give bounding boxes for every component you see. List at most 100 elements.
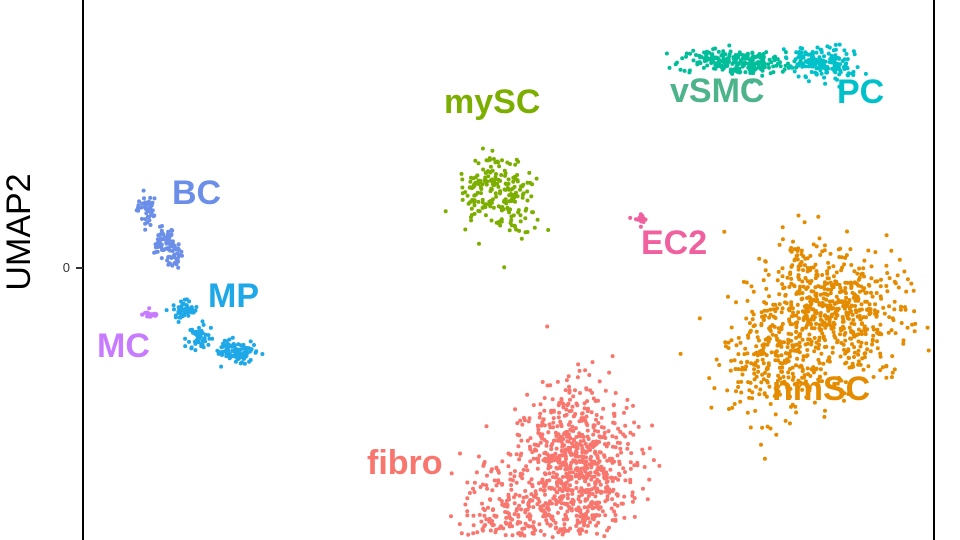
point-pc [831, 48, 836, 53]
point-nmsc [779, 325, 784, 329]
point-vsmc [760, 73, 765, 78]
point-nmsc [800, 367, 805, 372]
point-fibro [526, 419, 531, 424]
point-nmsc [823, 408, 827, 413]
point-mp [230, 335, 235, 340]
point-nmsc [845, 280, 850, 285]
point-mysc [469, 175, 473, 180]
point-fibro [585, 428, 590, 433]
point-fibro [618, 446, 623, 451]
point-fibro [581, 438, 586, 443]
point-mp [248, 339, 253, 344]
point-nmsc [792, 257, 797, 262]
point-mp [200, 319, 205, 324]
point-nmsc [734, 389, 738, 394]
point-nmsc [789, 404, 793, 409]
point-nmsc [755, 335, 760, 340]
point-fibro [536, 427, 541, 432]
point-fibro [459, 531, 464, 536]
point-vsmc [766, 62, 771, 67]
point-fibro [507, 511, 511, 516]
point-nmsc [801, 357, 806, 362]
series-mp [164, 297, 265, 369]
series-bc [134, 188, 184, 270]
point-fibro [559, 506, 563, 510]
point-fibro [578, 473, 583, 478]
point-nmsc [861, 266, 866, 271]
point-nmsc [844, 310, 849, 315]
point-vsmc [749, 66, 754, 70]
point-fibro [582, 523, 586, 528]
point-fibro [582, 505, 587, 510]
point-nmsc [862, 274, 866, 279]
point-vsmc [748, 58, 753, 63]
point-vsmc [723, 64, 728, 69]
point-nmsc [736, 380, 741, 385]
point-nmsc [821, 361, 826, 366]
point-fibro [616, 471, 621, 476]
point-nmsc [822, 345, 827, 349]
point-nmsc [823, 291, 828, 296]
point-nmsc [801, 354, 806, 359]
point-fibro [555, 424, 560, 429]
point-fibro [632, 463, 637, 468]
point-mysc [488, 199, 493, 203]
point-nmsc [734, 300, 738, 305]
point-mysc [502, 198, 507, 203]
point-nmsc [856, 359, 861, 364]
point-nmsc [760, 351, 765, 356]
point-vsmc [698, 55, 703, 60]
point-vsmc [702, 50, 707, 55]
point-nmsc [725, 388, 730, 393]
cluster-label-bc: BC [172, 174, 221, 212]
point-fibro [508, 516, 513, 521]
point-nmsc [806, 309, 811, 314]
point-mysc [515, 194, 520, 199]
point-fibro [480, 482, 485, 487]
point-nmsc [773, 358, 778, 363]
point-pc [809, 70, 814, 74]
point-nmsc [835, 381, 840, 386]
point-nmsc [841, 342, 846, 347]
point-fibro [610, 479, 615, 484]
point-nmsc [754, 374, 759, 379]
point-nmsc [794, 325, 799, 330]
point-nmsc [854, 281, 859, 286]
point-mc [147, 306, 152, 311]
point-nmsc [830, 350, 835, 355]
point-fibro [560, 475, 565, 479]
point-mysc [480, 146, 485, 151]
point-fibro [555, 379, 560, 384]
point-fibro [567, 388, 572, 393]
point-vsmc [780, 69, 785, 74]
point-vsmc [702, 59, 707, 64]
point-nmsc [747, 395, 752, 400]
point-fibro [449, 471, 454, 476]
point-mysc [459, 171, 464, 176]
point-fibro [537, 453, 542, 458]
point-vsmc [721, 49, 726, 54]
point-nmsc [768, 324, 773, 329]
point-fibro [594, 490, 599, 494]
point-nmsc [811, 365, 816, 370]
point-fibro [552, 409, 556, 414]
point-fibro [508, 452, 513, 457]
point-nmsc [843, 380, 848, 385]
point-nmsc [738, 340, 743, 345]
point-nmsc [757, 256, 762, 261]
point-fibro [585, 523, 590, 528]
point-nmsc [742, 352, 747, 357]
point-pc [837, 42, 842, 47]
point-fibro [553, 498, 558, 503]
point-nmsc [859, 272, 864, 277]
point-nmsc [803, 379, 808, 384]
point-vsmc [726, 57, 731, 62]
point-mp [177, 315, 182, 320]
point-fibro [606, 429, 611, 434]
point-nmsc [827, 265, 832, 270]
point-nmsc [875, 339, 879, 344]
point-nmsc [747, 388, 752, 393]
point-fibro [520, 422, 525, 427]
point-fibro [622, 410, 626, 415]
point-fibro [611, 487, 616, 492]
